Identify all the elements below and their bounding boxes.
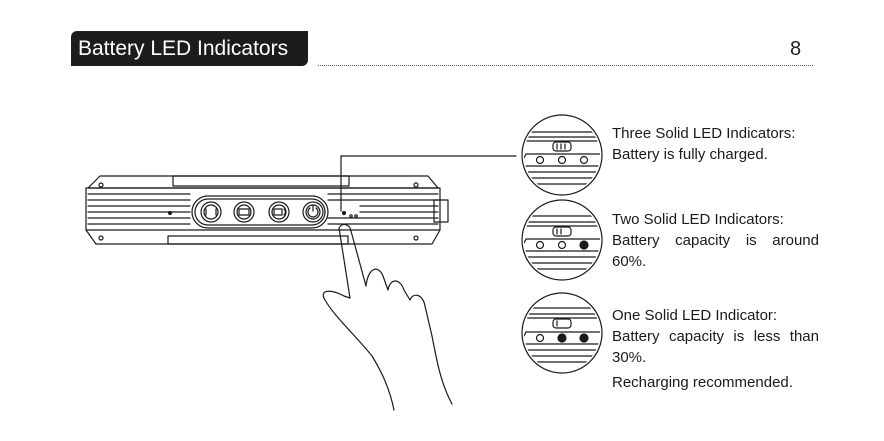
indicator-description: Battery capacity is less than 30%. (612, 328, 819, 366)
indicator-heading: One Solid LED Indicator: (612, 307, 778, 324)
hand-pointer-icon (322, 223, 453, 411)
section-title: Battery LED Indicators (71, 31, 308, 66)
power-icon (307, 207, 319, 218)
battery-icon (552, 226, 572, 237)
indicator-heading: Two Solid LED Indicators: (612, 211, 784, 228)
device-illustration (85, 175, 449, 245)
indicator-heading: Three Solid LED Indicators: (612, 125, 796, 142)
led-closeup-icon (521, 114, 603, 196)
battery-icon (552, 318, 572, 329)
indicator-description: Battery is fully charged. (612, 146, 768, 163)
battery-icon (552, 141, 572, 152)
indicator-two: Two Solid LED Indicators: Battery capaci… (612, 209, 819, 272)
indicator-note: Recharging recommended. (612, 374, 793, 391)
indicator-one: One Solid LED Indicator: Battery capacit… (612, 305, 819, 393)
page-number: 8 (790, 38, 802, 60)
led-closeup-icon (521, 292, 603, 374)
indicator-three: Three Solid LED Indicators: Battery is f… (612, 123, 819, 165)
led-closeup-icon (521, 199, 603, 281)
indicator-description: Battery capacity is around 60%. (612, 232, 819, 270)
header-divider (318, 65, 813, 66)
